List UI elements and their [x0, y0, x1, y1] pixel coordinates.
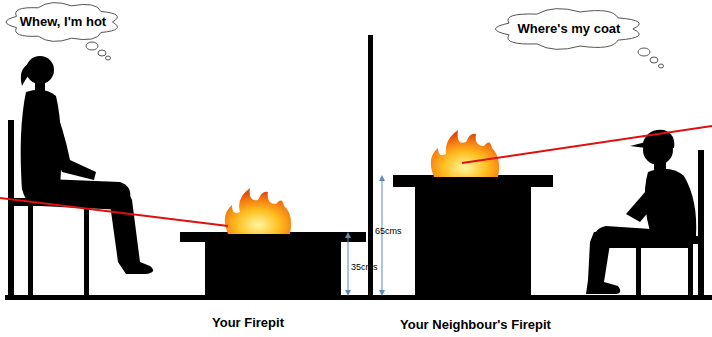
ground-line [5, 295, 712, 300]
caption-label: Your Firepit [212, 315, 284, 330]
caption-label: Your Neighbour's Firepit [400, 317, 551, 332]
right-chair [630, 150, 704, 297]
dimension-label: 65cms [375, 226, 402, 236]
sight-line [0, 198, 228, 226]
thought-bubble: Whew, I'm hot [8, 2, 118, 42]
dimension-label: 35cms [351, 262, 378, 272]
thought-text: Where's my coat [518, 22, 621, 36]
sight-line [462, 126, 712, 163]
fence-wall [368, 35, 373, 297]
woman-silhouette [21, 56, 154, 274]
right-firepit [393, 175, 553, 297]
left-flame [225, 188, 291, 234]
left-firepit [180, 232, 366, 297]
right-flame [431, 130, 499, 177]
thought-bubble: Where's my coat [498, 8, 640, 50]
man-silhouette [586, 130, 696, 294]
thought-text: Whew, I'm hot [20, 15, 106, 29]
